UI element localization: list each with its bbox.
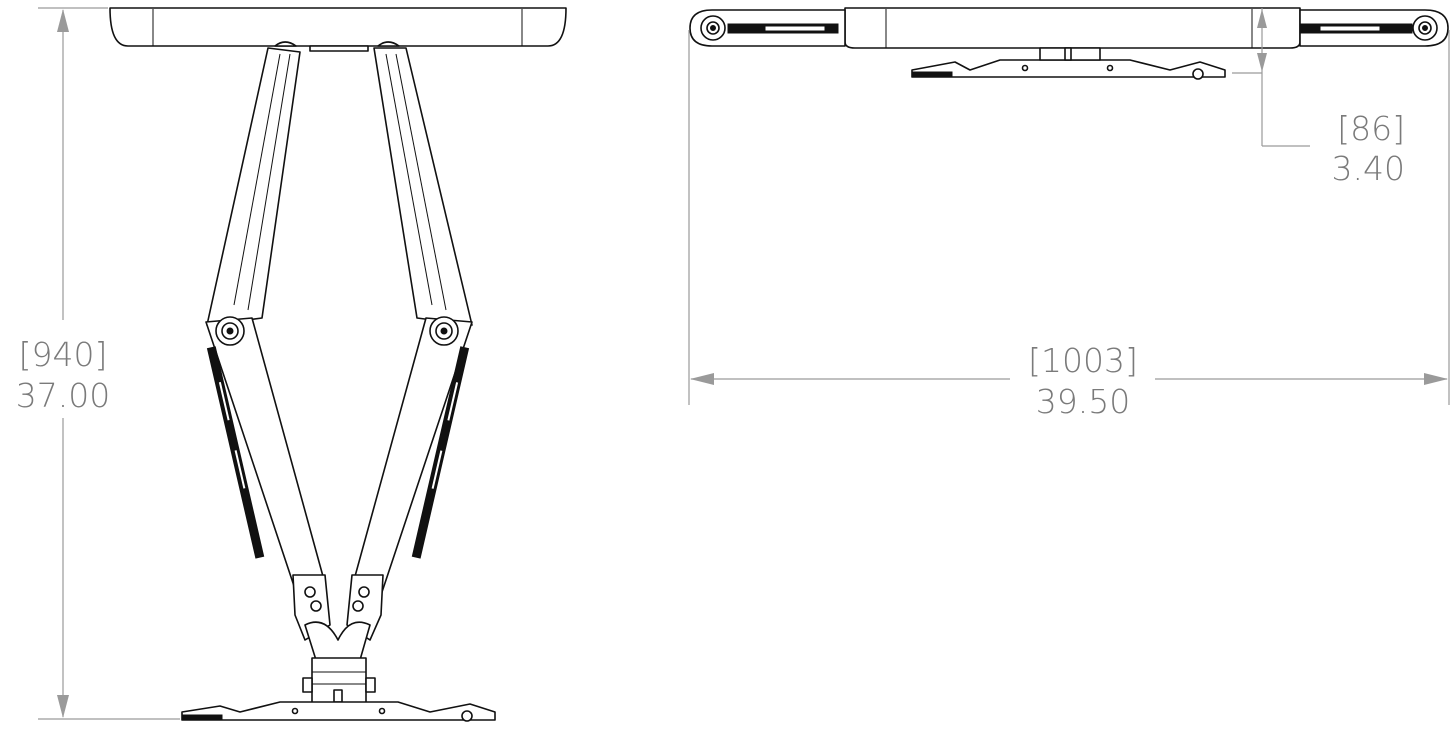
arrow-down-small-icon: [1257, 53, 1267, 72]
hinge-assembly: [292, 574, 384, 661]
arrow-right-icon: [1424, 373, 1448, 385]
width-in-label: 39.50: [1036, 382, 1130, 421]
left-elbow-joint: [215, 316, 245, 346]
height-in-label: 37.00: [16, 376, 110, 415]
front-view: [940] 37.00: [16, 7, 567, 722]
left-folded-arm: [689, 9, 846, 47]
left-lower-arm: [205, 317, 325, 593]
base-column: [302, 657, 376, 704]
depth-in-label: 3.40: [1332, 149, 1405, 188]
right-lower-arm: [353, 317, 473, 593]
arrow-left-icon: [690, 373, 714, 385]
width-mm-label: [1003]: [1028, 341, 1138, 380]
arrow-down-icon: [57, 695, 69, 718]
height-dimension: [940] 37.00: [16, 7, 180, 720]
arrow-up-icon: [57, 9, 69, 32]
arrow-up-small-icon: [1257, 9, 1267, 28]
height-mm-label: [940]: [19, 335, 108, 374]
depth-mm-label: [86]: [1337, 109, 1405, 148]
top-view: [1003] 39.50 [86] 3.40: [688, 7, 1450, 421]
tray-top-view: [844, 7, 1301, 49]
right-folded-arm: [1299, 9, 1449, 47]
width-dimension: [1003] 39.50: [688, 30, 1450, 421]
right-elbow-joint: [429, 316, 459, 346]
right-upper-arm: [373, 47, 473, 326]
top-tray: [109, 7, 567, 52]
depth-dimension: [86] 3.40: [1232, 8, 1405, 188]
base-plate: [181, 701, 496, 722]
base-top-view: [911, 47, 1226, 80]
left-upper-arm: [206, 47, 301, 326]
